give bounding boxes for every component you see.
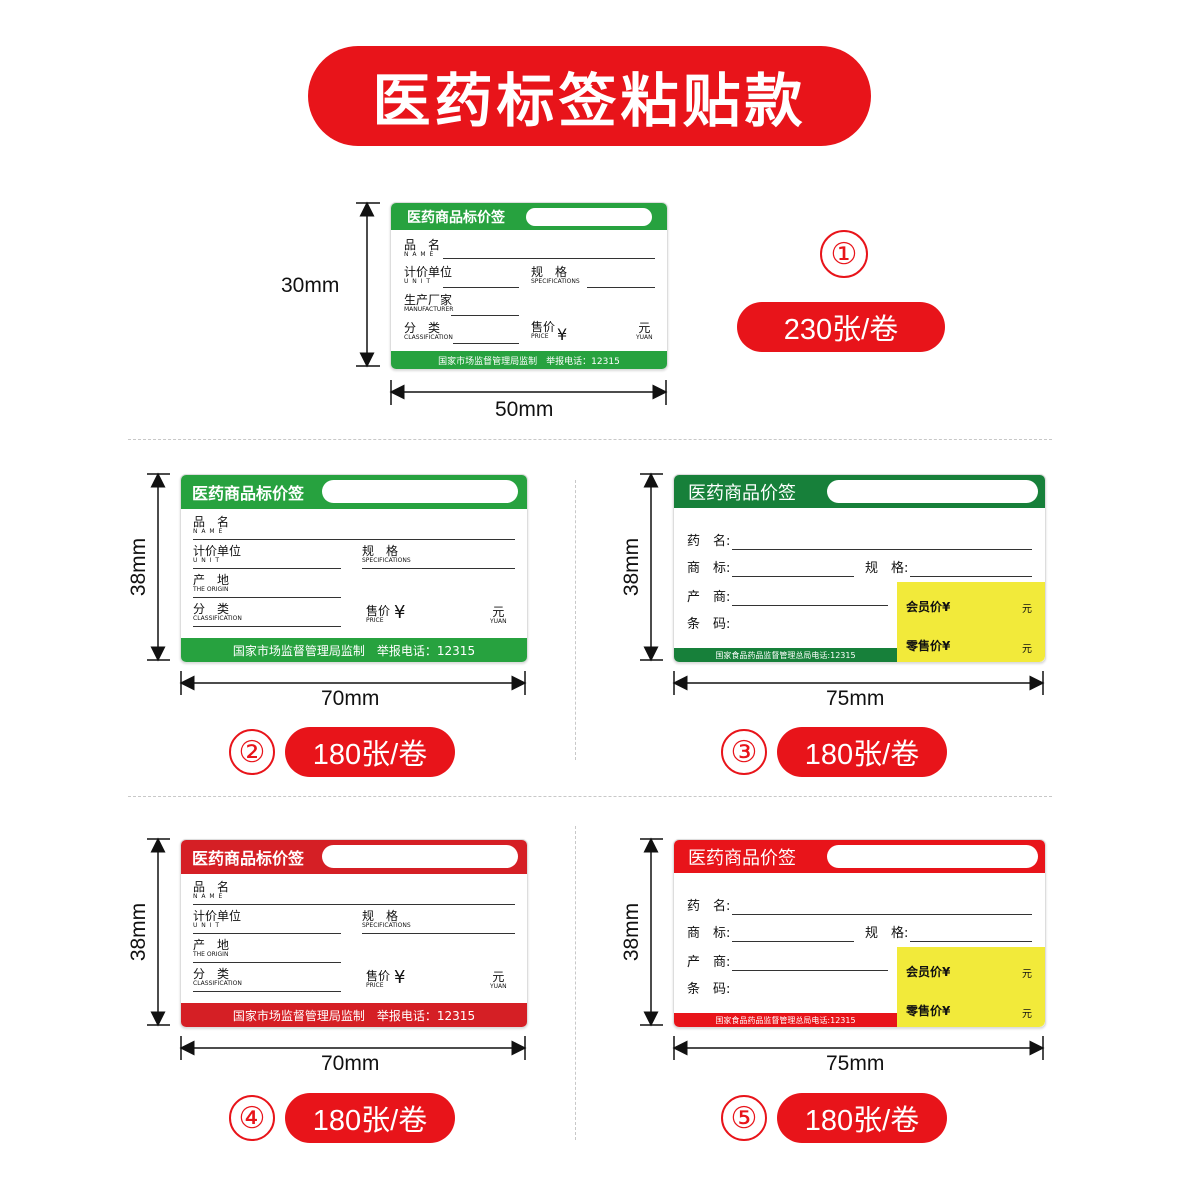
item-number: ②	[229, 729, 275, 775]
divider	[128, 439, 1052, 440]
quantity-badge: 180张/卷	[285, 1093, 455, 1143]
label-footer: 国家食品药品监督管理总局电话:12315	[674, 1013, 897, 1027]
label-footer: 国家市场监督管理局监制 举报电话：12315	[391, 351, 667, 369]
field-spec: 规 格:	[865, 561, 909, 576]
width-label: 70mm	[321, 1052, 380, 1075]
label-header: 医药商品标价签	[181, 840, 527, 874]
label-header-text: 医药商品标价签	[192, 849, 305, 868]
retail-price: 零售价¥	[906, 1004, 951, 1018]
label-header: 医药商品价签	[674, 840, 1045, 873]
header-blank	[827, 845, 1038, 868]
retail-price: 零售价¥	[906, 639, 951, 653]
divider	[575, 480, 576, 760]
quantity-badge: 180张/卷	[285, 727, 455, 777]
field-brand: 商 标:	[687, 561, 731, 576]
price-box	[897, 947, 1045, 1027]
height-label: 30mm	[281, 274, 340, 297]
label-header: 医药商品标价签	[391, 203, 667, 230]
yuan-unit: 元	[1022, 1009, 1032, 1020]
quantity-badge: 230张/卷	[737, 302, 945, 352]
yuan-unit: 元	[1022, 969, 1032, 980]
price-label-3: 医药商品价签 药 名: 商 标: 规 格: 产 商: 条 码: 会员价¥ 元 零…	[673, 474, 1046, 663]
label-footer: 国家食品药品监督管理总局电话:12315	[674, 648, 897, 662]
label-footer: 国家市场监督管理局监制 举报电话：12315	[181, 1003, 527, 1027]
field-spec: 规 格:	[865, 926, 909, 941]
divider	[575, 826, 576, 1140]
height-label: 38mm	[127, 537, 151, 597]
field-maker: 产 商:	[687, 955, 731, 970]
width-label: 50mm	[495, 398, 554, 421]
label-header: 医药商品标价签	[181, 475, 527, 509]
field-brand: 商 标:	[687, 926, 731, 941]
field-maker: 产 商:	[687, 590, 731, 605]
price-label-5: 医药商品价签 药 名: 商 标: 规 格: 产 商: 条 码: 会员价¥ 元 零…	[673, 839, 1046, 1028]
quantity-badge: 180张/卷	[777, 727, 947, 777]
field-drug: 药 名:	[687, 534, 731, 549]
label-header-text: 医药商品标价签	[407, 209, 505, 226]
item-number: ⑤	[721, 1095, 767, 1141]
label-header: 医药商品价签	[674, 475, 1045, 508]
height-label: 38mm	[620, 902, 644, 962]
width-label: 75mm	[826, 687, 885, 710]
header-blank	[322, 480, 518, 503]
label-footer: 国家市场监督管理局监制 举报电话：12315	[181, 638, 527, 662]
member-price: 会员价¥	[906, 600, 951, 614]
divider	[128, 796, 1052, 797]
quantity-badge: 180张/卷	[777, 1093, 947, 1143]
yuan-unit: 元	[1022, 644, 1032, 655]
field-barcode: 条 码:	[687, 982, 731, 997]
page-title: 医药标签粘贴款	[308, 46, 871, 146]
member-price: 会员价¥	[906, 965, 951, 979]
item-number: ①	[820, 230, 868, 278]
field-drug: 药 名:	[687, 899, 731, 914]
item-number: ③	[721, 729, 767, 775]
yuan-unit: 元	[1022, 604, 1032, 615]
item-number: ④	[229, 1095, 275, 1141]
height-label: 38mm	[620, 537, 644, 597]
label-header-text: 医药商品价签	[688, 847, 796, 869]
price-box	[897, 582, 1045, 662]
label-header-text: 医药商品标价签	[192, 484, 305, 503]
width-label: 75mm	[826, 1052, 885, 1075]
header-blank	[526, 208, 652, 226]
yen-sign: ¥	[394, 967, 406, 988]
field-barcode: 条 码:	[687, 617, 731, 632]
height-label: 38mm	[127, 902, 151, 962]
header-blank	[322, 845, 518, 868]
yen-sign: ¥	[394, 602, 406, 623]
header-blank	[827, 480, 1038, 503]
yen-sign: ¥	[557, 325, 568, 344]
width-label: 70mm	[321, 687, 380, 710]
label-header-text: 医药商品价签	[688, 482, 796, 504]
